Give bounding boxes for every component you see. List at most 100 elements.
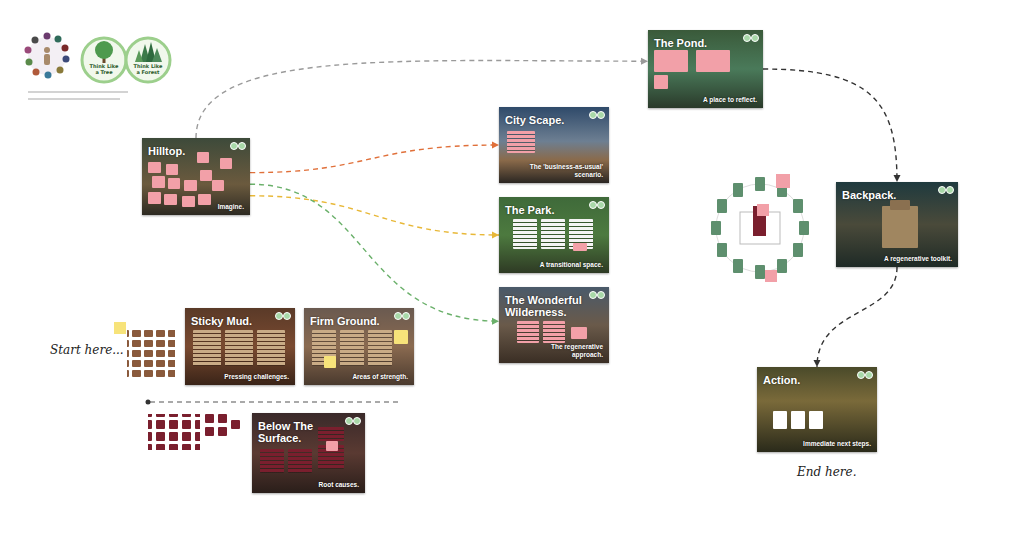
slide-card-piece bbox=[197, 152, 209, 163]
slide-logo bbox=[283, 312, 291, 320]
card bbox=[205, 427, 214, 436]
slide-subtitle: Imagine. bbox=[218, 203, 244, 210]
logo-text: Think Like a Tree bbox=[89, 64, 119, 76]
slide-card-piece bbox=[507, 131, 535, 153]
slide-card-piece bbox=[513, 219, 537, 249]
slide-subtitle: Pressing challenges. bbox=[224, 373, 289, 380]
slide-card: The Park.A transitional space. bbox=[499, 197, 609, 273]
slide-card: City Scape.The 'business-as-usual' scena… bbox=[499, 107, 609, 183]
logo-text: Think Like a Forest bbox=[133, 64, 163, 76]
slide-logo bbox=[589, 291, 597, 299]
slide-card: Below The Surface. Root causes. bbox=[252, 413, 365, 493]
slide-logo bbox=[230, 142, 238, 150]
slide-card-piece bbox=[168, 178, 180, 189]
card bbox=[231, 420, 240, 429]
circle-logo bbox=[25, 33, 70, 79]
slide-card-piece bbox=[184, 180, 197, 191]
card bbox=[218, 427, 227, 436]
line-dot bbox=[146, 400, 151, 405]
dashed-connector bbox=[250, 196, 499, 239]
slide-title: Action. bbox=[763, 374, 853, 386]
slide-card-piece bbox=[324, 356, 336, 368]
slide-logo bbox=[394, 312, 402, 320]
card bbox=[218, 414, 227, 423]
slide-card-piece bbox=[148, 162, 161, 173]
slide-subtitle: A regenerative toolkit. bbox=[884, 255, 952, 262]
toolkit-ring bbox=[711, 174, 809, 282]
arrow-head bbox=[894, 175, 901, 182]
slide-logo bbox=[946, 186, 954, 194]
slide-title: Backpack. bbox=[842, 189, 934, 201]
slide-title: Firm Ground. bbox=[310, 315, 390, 327]
slide-card-piece bbox=[791, 411, 805, 429]
slide-logo bbox=[402, 312, 410, 320]
slide-subtitle: The 'business-as-usual' scenario. bbox=[525, 163, 603, 178]
slide-card: Backpack. A regenerative toolkit. bbox=[836, 182, 958, 267]
slide-card-piece bbox=[394, 330, 408, 344]
connector-path bbox=[250, 184, 499, 321]
slide-title: The Pond. bbox=[654, 37, 739, 49]
card-cluster bbox=[148, 414, 200, 450]
slide-card-piece bbox=[543, 321, 565, 343]
slide-logo bbox=[345, 417, 353, 425]
slide-logo bbox=[597, 111, 605, 119]
slide-card-piece bbox=[573, 243, 587, 251]
arrow-head bbox=[814, 360, 821, 367]
faint-line bbox=[28, 91, 128, 93]
dashed-line bbox=[150, 401, 400, 402]
slide-card: Action.Immediate next steps. bbox=[757, 367, 877, 452]
slide-card-piece bbox=[340, 330, 364, 366]
slide-card-piece bbox=[182, 196, 195, 207]
arrow-head bbox=[492, 142, 499, 149]
forest-logo bbox=[126, 38, 170, 82]
card-cluster bbox=[127, 328, 175, 378]
slide-card-piece bbox=[517, 321, 539, 343]
slide-card-piece bbox=[773, 411, 787, 429]
slide-card-piece bbox=[541, 219, 565, 249]
slide-card-piece bbox=[288, 449, 312, 473]
slide-card-piece bbox=[318, 427, 344, 441]
end-note: End here. bbox=[797, 465, 856, 479]
slide-title: Below The Surface. bbox=[258, 420, 341, 445]
slide-logo bbox=[751, 34, 759, 42]
arrow-head bbox=[492, 232, 499, 239]
slide-card-piece bbox=[152, 176, 165, 188]
connector-path bbox=[250, 145, 499, 173]
slide-logo bbox=[589, 201, 597, 209]
slide-card: The Pond.A place to reflect. bbox=[648, 30, 763, 108]
slide-subtitle: Areas of strength. bbox=[352, 373, 408, 380]
slide-card-piece bbox=[890, 200, 910, 210]
connector-path bbox=[763, 69, 897, 182]
dashed-connector bbox=[250, 142, 499, 173]
slide-card-piece bbox=[368, 330, 392, 366]
slide-card-piece bbox=[212, 180, 224, 191]
slide-subtitle: Root causes. bbox=[319, 481, 359, 488]
slide-card-piece bbox=[326, 441, 338, 451]
slide-card-piece bbox=[654, 50, 688, 72]
slide-card: Hilltop. Imagine. bbox=[142, 138, 250, 215]
card bbox=[205, 414, 214, 423]
slide-logo bbox=[938, 186, 946, 194]
slide-card-piece bbox=[696, 50, 730, 72]
slide-card-piece bbox=[164, 194, 177, 205]
dashed-connector bbox=[250, 184, 499, 325]
slide-card-piece bbox=[260, 449, 284, 473]
slide-card-piece bbox=[220, 158, 232, 169]
slide-card-piece bbox=[257, 330, 285, 366]
slide-logo bbox=[865, 371, 873, 379]
slide-logo bbox=[597, 201, 605, 209]
start-note: Start here... bbox=[50, 343, 124, 357]
faint-line bbox=[28, 98, 120, 100]
slide-card-piece bbox=[882, 206, 918, 248]
slide-title: Hilltop. bbox=[148, 145, 226, 157]
arrow-head bbox=[641, 58, 648, 65]
slide-logo bbox=[743, 34, 751, 42]
slide-card: The Wonderful Wilderness.The regenerativ… bbox=[499, 287, 609, 363]
slide-card-piece bbox=[571, 327, 587, 339]
slide-logo bbox=[238, 142, 246, 150]
slide-title: The Park. bbox=[505, 204, 585, 216]
slide-card-piece bbox=[148, 192, 161, 204]
